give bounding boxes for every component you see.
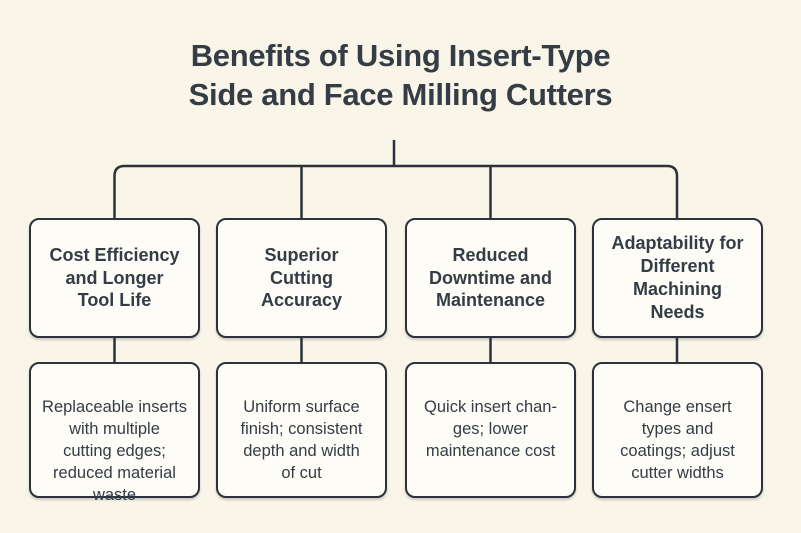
- benefit-detail-reduced-downtime: Quick insert chan- ges; lower maintenanc…: [405, 362, 576, 498]
- benefit-detail-text: Quick insert chan- ges; lower maintenanc…: [424, 397, 557, 460]
- benefit-detail-text: Uniform surface finish; consistent depth…: [240, 397, 363, 482]
- benefit-header-label: Superior Cutting Accuracy: [260, 244, 343, 311]
- benefit-header-reduced-downtime: Reduced Downtime and Maintenance: [405, 218, 576, 338]
- benefit-header-cost-efficiency: Cost Efficiency and Longer Tool Life: [29, 218, 200, 338]
- benefit-detail-cutting-accuracy: Uniform surface finish; consistent depth…: [216, 362, 387, 498]
- benefit-header-adaptability: Adaptability for Different Machining Nee…: [592, 218, 763, 338]
- benefit-detail-text: Replaceable inserts with multiple cuttin…: [42, 397, 187, 504]
- benefit-header-cutting-accuracy: Superior Cutting Accuracy: [216, 218, 387, 338]
- benefit-detail-text: Change ensert types and coatings; adjust…: [620, 397, 735, 482]
- benefit-detail-adaptability: Change ensert types and coatings; adjust…: [592, 362, 763, 498]
- branch-rail-line: [113, 164, 679, 218]
- benefit-header-label: Reduced Downtime and Maintenance: [428, 244, 552, 311]
- benefit-detail-cost-efficiency: Replaceable inserts with multiple cuttin…: [29, 362, 200, 504]
- benefit-header-label: Cost Efficiency and Longer Tool Life: [49, 244, 180, 311]
- page-title: Benefits of Using Insert-Type Side and F…: [188, 38, 613, 113]
- benefit-header-label: Adaptability for Different Machining Nee…: [611, 233, 744, 322]
